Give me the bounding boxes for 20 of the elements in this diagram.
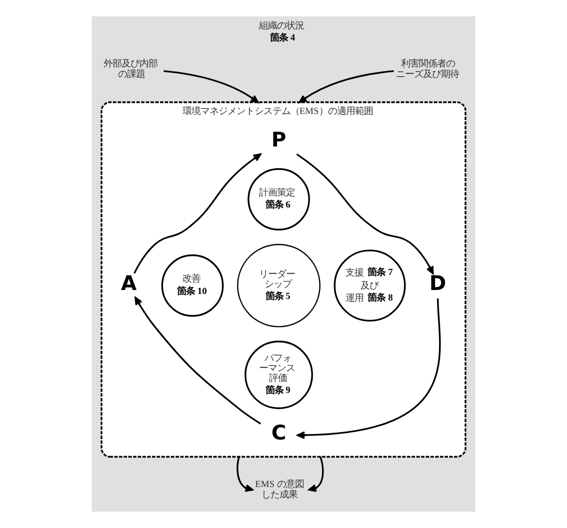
arrow — [296, 154, 434, 274]
node-text: EMS の意図した成果 — [255, 480, 304, 500]
arrow — [134, 153, 262, 274]
arrow — [236, 456, 254, 492]
node-text: A — [121, 270, 137, 295]
node-text: C — [271, 420, 286, 445]
node-circle: 改善 箇条 10 — [161, 254, 224, 317]
node-text: 外部及び内部の課題 — [104, 60, 158, 80]
node-circle: パフォーマンス評価 箇条 9 — [244, 340, 313, 410]
node-circle: リーダーシップ 箇条 5 — [237, 244, 320, 328]
arrow — [164, 70, 259, 104]
node-circle: 支援 箇条 7 及び 運用 箇条 8 — [334, 250, 406, 322]
node-text: 利害関係者のニーズ及び期待 — [396, 60, 460, 80]
arrow — [308, 456, 324, 492]
arrow — [296, 298, 441, 440]
arrow — [134, 296, 261, 424]
node-circle: 計画策定 箇条 6 — [248, 168, 310, 230]
node-text: D — [429, 270, 446, 295]
arrow — [298, 70, 394, 104]
node-text: P — [271, 127, 286, 152]
